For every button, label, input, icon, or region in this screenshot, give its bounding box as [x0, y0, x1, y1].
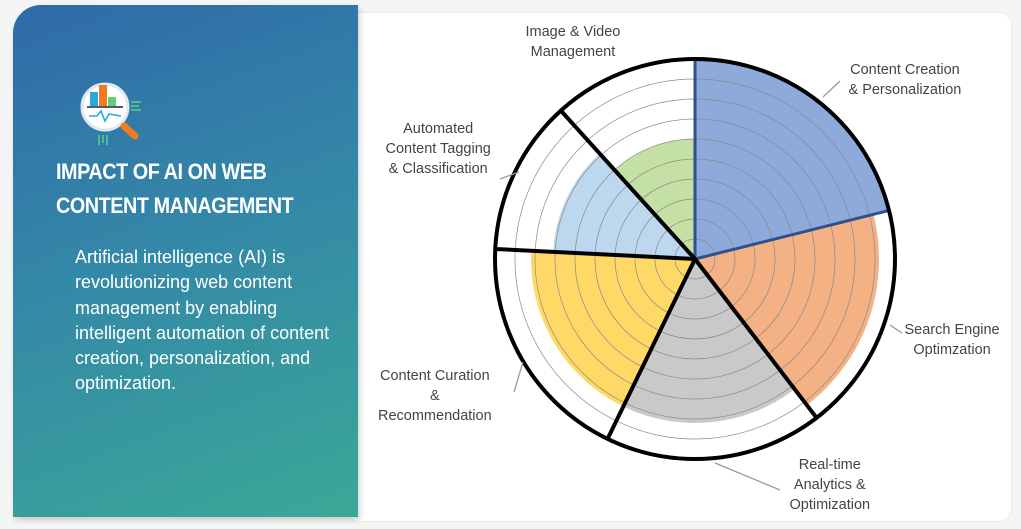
category-label-line: Real-time	[798, 457, 861, 473]
sector-5	[614, 139, 695, 259]
category-label-line: Optimization	[789, 497, 871, 513]
title-line-1: IMPACT OF AI ON WEB	[56, 159, 267, 184]
page-title: IMPACT OF AI ON WEB CONTENT MANAGEMENT	[56, 155, 326, 223]
category-label-line: Recommendation	[378, 408, 492, 424]
sector-divider	[693, 257, 819, 420]
magnifier-chart-icon	[80, 82, 141, 145]
category-label-line: Search Engine	[904, 322, 1000, 338]
info-panel: IMPACT OF AI ON WEB CONTENT MANAGEMENT A…	[13, 5, 358, 517]
description-text: Artificial intelligence (AI) is revoluti…	[75, 247, 330, 394]
leader-line	[822, 80, 841, 98]
category-label-line: Content Curation	[380, 368, 490, 384]
category-label: Content Creation & Personalization	[849, 60, 962, 100]
sector-0	[695, 59, 890, 259]
category-label-line: & Personalization	[848, 82, 962, 98]
leader-line	[513, 361, 524, 393]
category-label-line: Content Creation	[850, 62, 960, 78]
sector-divider	[495, 246, 696, 261]
sector-1	[695, 214, 879, 406]
category-label-line: & Classification	[388, 161, 488, 177]
sector-divider	[605, 258, 697, 440]
category-label-line: Management	[530, 44, 616, 60]
category-label-line: Image & Video	[525, 24, 621, 40]
title-line-2: CONTENT MANAGEMENT	[56, 193, 294, 218]
category-label: Content Curation & Recommendation	[378, 366, 492, 426]
leader-line	[714, 462, 781, 491]
sector-3	[531, 250, 695, 407]
category-label-line: &	[429, 388, 440, 404]
outer-ring	[493, 57, 897, 461]
sector-divider	[559, 109, 697, 261]
sector-divider	[694, 209, 890, 261]
category-label-line: Automated	[403, 121, 474, 137]
leader-line	[889, 324, 903, 334]
sector-2	[623, 259, 795, 424]
leader-line	[499, 171, 520, 180]
category-label-line: Content Tagging	[385, 141, 491, 157]
category-label-line: Analytics &	[793, 477, 866, 493]
category-label-line: Optimzation	[913, 342, 991, 358]
sector-4	[553, 153, 695, 259]
